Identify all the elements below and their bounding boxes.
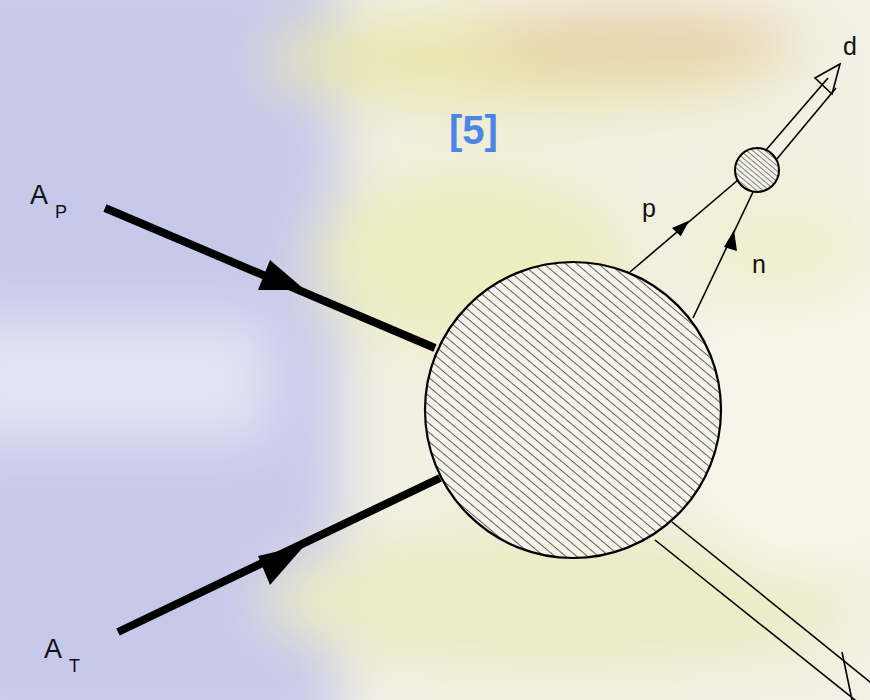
neutron-label: n (752, 252, 766, 277)
reference-number: [5] (449, 110, 498, 150)
target-symbol: A (44, 636, 62, 663)
projectile-subscript: P (55, 203, 67, 221)
deuteron-label: d (843, 34, 857, 59)
projectile-symbol: A (30, 182, 48, 209)
proton-label: p (642, 196, 656, 221)
target-subscript: T (69, 657, 80, 675)
